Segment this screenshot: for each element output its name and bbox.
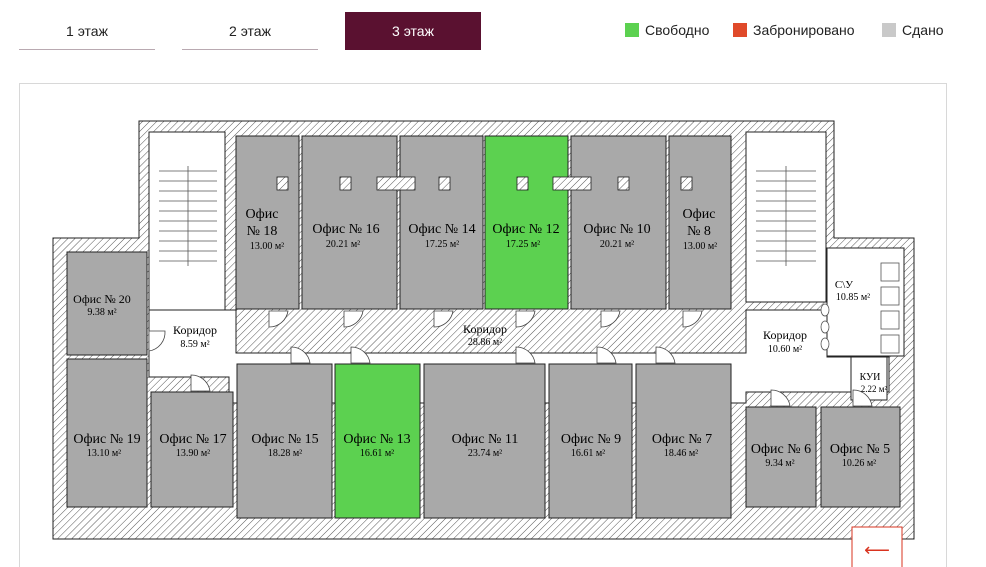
room-name: Офис № 6 <box>751 442 811 457</box>
room-name: Офис № 14 <box>408 222 475 237</box>
room-area: 20.21 м² <box>600 239 634 250</box>
tab-floor-3[interactable]: 3 этаж <box>345 12 481 50</box>
doors <box>148 310 873 407</box>
svg-text:2.22 м²: 2.22 м² <box>861 384 888 394</box>
room-office-9[interactable]: Офис № 9 16.61 м² <box>548 363 633 519</box>
room-area: 17.25 м² <box>425 239 459 250</box>
room-name: Офис <box>683 207 716 222</box>
room-name: Офис № 20 <box>73 292 131 306</box>
room-office-14[interactable]: Офис № 14 17.25 м² <box>399 135 484 310</box>
room-name-2: № 18 <box>247 224 278 239</box>
room-area: 9.34 м² <box>765 458 794 469</box>
corridor-left-label: Коридор 8.59 м² <box>173 323 217 350</box>
back-arrow-button[interactable]: ⟵ <box>851 526 903 567</box>
room-area: 13.00 м² <box>683 241 717 252</box>
corridor-right-label: Коридор 10.60 м² <box>763 328 807 355</box>
legend-label: Свободно <box>645 22 710 38</box>
room-office-13[interactable]: Офис № 13 16.61 м² <box>334 363 421 519</box>
tab-floor-1[interactable]: 1 этаж <box>19 12 155 50</box>
room-area: 17.25 м² <box>506 239 540 250</box>
room-name: Офис № 11 <box>452 432 519 447</box>
svg-text:8.59 м²: 8.59 м² <box>180 339 209 350</box>
room-name: Офис № 12 <box>492 222 559 237</box>
svg-text:С\У: С\У <box>835 279 853 291</box>
legend-label: Сдано <box>902 22 944 38</box>
room-office-20[interactable]: Офис № 20 9.38 м² <box>66 251 148 356</box>
room-office-16[interactable]: Офис № 16 20.21 м² <box>301 135 398 310</box>
room-office-17[interactable]: Офис № 17 13.90 м² <box>150 391 234 508</box>
room-area: 20.21 м² <box>326 239 360 250</box>
room-name: Офис № 15 <box>251 432 318 447</box>
room-office-10[interactable]: Офис № 10 20.21 м² <box>570 135 667 310</box>
left-stairs <box>159 166 217 266</box>
room-office-15[interactable]: Офис № 15 18.28 м² <box>236 363 333 519</box>
room-office-18[interactable]: Офис № 18 13.00 м² <box>235 135 300 310</box>
room-name-2: № 8 <box>687 224 711 239</box>
room-area: 16.61 м² <box>571 448 605 459</box>
room-name: Офис <box>246 207 279 222</box>
kui-label: КУИ 2.22 м² <box>860 372 888 394</box>
room-name: Офис № 16 <box>312 222 379 237</box>
room-office-11[interactable]: Офис № 11 23.74 м² <box>423 363 546 519</box>
room-area: 13.00 м² <box>250 241 284 252</box>
floor-plan-svg: Офис № 18 13.00 м² Офис № 16 20.21 м² Оф… <box>52 120 915 567</box>
room-name: Офис № 9 <box>561 432 621 447</box>
svg-text:10.60 м²: 10.60 м² <box>768 344 802 355</box>
room-name: Офис № 7 <box>652 432 712 447</box>
room-name: Офис № 13 <box>343 432 410 447</box>
room-area: 18.46 м² <box>664 448 698 459</box>
legend-label: Забронировано <box>753 22 855 38</box>
room-office-6[interactable]: Офис № 6 9.34 м² <box>745 406 817 508</box>
legend-rented: Сдано <box>882 22 944 38</box>
svg-text:Коридор: Коридор <box>763 328 807 342</box>
room-office-19[interactable]: Офис № 19 13.10 м² <box>66 358 148 508</box>
room-area: 10.26 м² <box>842 458 876 469</box>
room-name: Офис № 17 <box>159 432 226 447</box>
room-office-7[interactable]: Офис № 7 18.46 м² <box>635 363 732 519</box>
room-office-12[interactable]: Офис № 12 17.25 м² <box>484 135 569 310</box>
room-name: Офис № 5 <box>830 442 890 457</box>
room-area: 23.74 м² <box>468 448 502 459</box>
reserved-swatch <box>733 23 747 37</box>
room-office-5[interactable]: Офис № 5 10.26 м² <box>820 406 901 508</box>
svg-text:Коридор: Коридор <box>463 322 507 336</box>
room-name: Офис № 10 <box>583 222 650 237</box>
arrow-left-icon: ⟵ <box>864 540 890 560</box>
columns <box>276 176 693 191</box>
wc-label: С\У 10.85 м² <box>835 279 870 303</box>
wc-fixtures <box>820 262 900 354</box>
tab-label: 1 этаж <box>66 22 108 39</box>
room-area: 9.38 м² <box>87 307 116 318</box>
right-stairs <box>756 166 816 266</box>
svg-text:10.85 м²: 10.85 м² <box>836 292 870 303</box>
free-swatch <box>625 23 639 37</box>
room-area: 16.61 м² <box>360 448 394 459</box>
corridor-main-label: Коридор 28.86 м² <box>463 322 507 348</box>
legend-reserved: Забронировано <box>733 22 855 38</box>
rented-swatch <box>882 23 896 37</box>
floor-plan: Офис № 18 13.00 м² Офис № 16 20.21 м² Оф… <box>19 83 947 567</box>
svg-text:28.86 м²: 28.86 м² <box>468 337 502 348</box>
room-area: 13.10 м² <box>87 448 121 459</box>
room-area: 18.28 м² <box>268 448 302 459</box>
room-area: 13.90 м² <box>176 448 210 459</box>
room-name: Офис № 19 <box>73 432 140 447</box>
tab-label: 3 этаж <box>392 23 434 39</box>
legend-free: Свободно <box>625 22 709 38</box>
svg-text:КУИ: КУИ <box>860 372 881 383</box>
room-office-8[interactable]: Офис № 8 13.00 м² <box>668 135 732 310</box>
tab-label: 2 этаж <box>229 22 271 39</box>
tab-floor-2[interactable]: 2 этаж <box>182 12 318 50</box>
svg-text:Коридор: Коридор <box>173 323 217 337</box>
